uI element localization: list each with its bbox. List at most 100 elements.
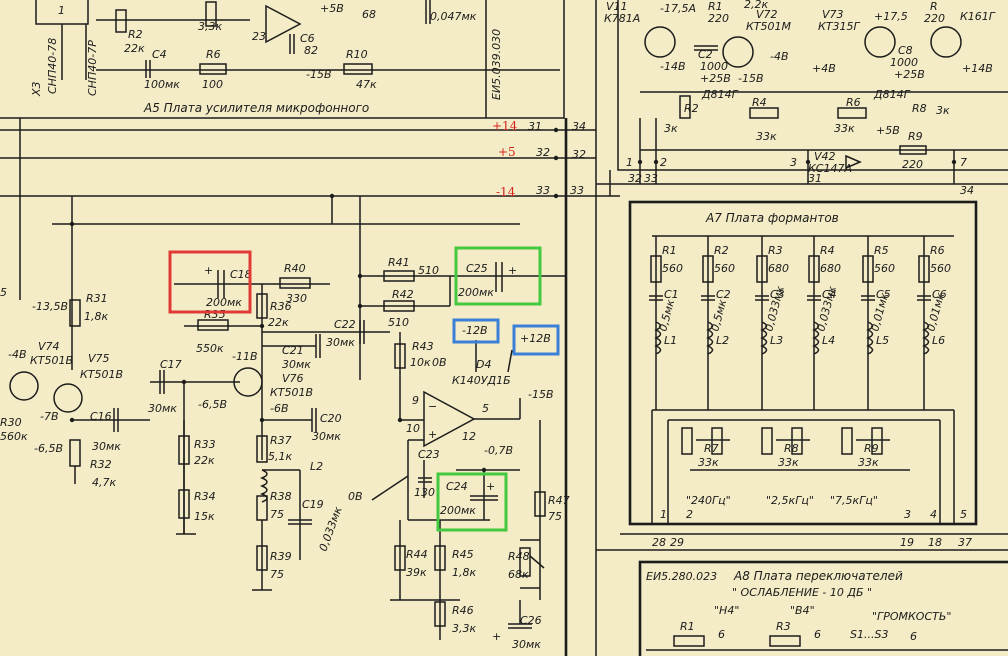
lbl-r41-val: 510 xyxy=(418,264,439,277)
a7-cap-c3-name: C3 xyxy=(770,288,785,301)
voltage-minus14: -14 xyxy=(496,185,516,199)
a7-freq-25k: "2,5кГц" xyxy=(766,494,814,507)
a7-inductor-l4 xyxy=(812,321,820,355)
a5-r10: R10 xyxy=(346,48,368,61)
a8-subtitle: " ОСЛАБЛЕНИЕ - 10 ДБ " xyxy=(732,586,872,599)
a5-c6-val: 82 xyxy=(304,44,318,57)
a8-col-h4: "Н4" xyxy=(714,604,739,617)
lbl-r37: R37 xyxy=(270,434,292,447)
reg-kt315g: КТ315Г xyxy=(818,20,861,33)
c24-name: C24 xyxy=(446,480,468,493)
lbl-r35-val: 550к xyxy=(196,342,224,355)
a7-resistor-r1 xyxy=(650,255,662,283)
highlight-c18 xyxy=(168,250,252,314)
a5-cable: СНП40-78 xyxy=(46,38,59,94)
opamp-pin-9: 9 xyxy=(412,394,419,407)
lbl-r35: R35 xyxy=(204,308,226,321)
board-a8: ЕИ5.280.023 А8 Плата переключателей " ОС… xyxy=(638,560,1008,656)
lbl-r34-val: 15к xyxy=(194,510,215,523)
board-reg-frame xyxy=(617,0,1008,171)
voltage-plus14: +14 xyxy=(492,119,518,133)
a7-resistor-r2-value: 560 xyxy=(714,262,735,275)
a7-inductor-l5-name: L5 xyxy=(876,334,889,347)
reg-m4v: -4В xyxy=(770,50,789,63)
reg-220c: 220 xyxy=(902,158,923,171)
a7-resistor-r5-name: R5 xyxy=(874,244,889,257)
lbl-r31: R31 xyxy=(86,292,108,305)
lbl-r45-val: 1,8к xyxy=(452,566,476,579)
a8-col-b4: "В4" xyxy=(790,604,815,617)
a5-pin-1: 1 xyxy=(58,4,65,17)
a7-inductor-l1-name: L1 xyxy=(664,334,677,347)
lbl-r34: R34 xyxy=(194,490,216,503)
c25-plus: + xyxy=(508,264,517,277)
a8-r1: R1 xyxy=(680,620,695,633)
reg-m15v: -15В xyxy=(738,72,764,85)
a8-6a: 6 xyxy=(718,628,725,641)
a5-c4-val: 100мк xyxy=(144,78,180,91)
lbl-c20: C20 xyxy=(320,412,342,425)
a7-resistor-r4 xyxy=(808,255,820,283)
a5-r10-val: 47к xyxy=(356,78,377,91)
reg-pin-31: 31 xyxy=(808,172,822,185)
lbl-c16: C16 xyxy=(90,410,112,423)
opamp-pin-10: 10 xyxy=(406,422,420,435)
lbl-c23-val: 130 xyxy=(414,486,435,499)
a7-resistor-r4-name: R4 xyxy=(820,244,835,257)
lbl-c19-val: 0,033мк xyxy=(317,505,345,553)
a8-6b: 6 xyxy=(814,628,821,641)
board-a8-frame xyxy=(638,560,1008,656)
lbl-r32: R32 xyxy=(90,458,112,471)
reg-p25v: +25В xyxy=(700,72,731,85)
a7-title: А7 Плата формантов xyxy=(705,211,839,225)
bus-pin-34: 34 xyxy=(572,120,586,133)
lbl-m65v-a: -6,5В xyxy=(34,442,63,455)
a5-x3: Х3 xyxy=(30,81,43,97)
lbl-kt501v-c: КТ501В xyxy=(270,386,313,399)
a7-resistor-r3 xyxy=(756,255,768,283)
lbl-r40: R40 xyxy=(284,262,306,275)
lbl-r40-val: 330 xyxy=(286,292,307,305)
reg-k781a: К781А xyxy=(604,12,640,25)
reg-33k: 33к xyxy=(756,130,777,143)
reg-3kb: 3к xyxy=(936,104,950,117)
reg-3k: 3к xyxy=(664,122,678,135)
c25-name: C25 xyxy=(466,262,488,275)
reg-pin-33: 33 xyxy=(644,172,658,185)
a7-resistor-r2 xyxy=(702,255,714,283)
a8-6c: 6 xyxy=(910,630,917,643)
reg-d814g: Д814Г xyxy=(701,88,739,101)
a7-inductor-l5 xyxy=(866,321,874,355)
reg-pin-34: 34 xyxy=(960,184,974,197)
a5-title: А5 Плата усилителя микрофонного xyxy=(143,101,369,115)
reg-220b: 220 xyxy=(924,12,945,25)
bus: +14 +5 -14 31 32 33 34 31 32 33 xyxy=(0,0,620,656)
lbl-m65v-b: -6,5В xyxy=(198,398,227,411)
reg-v72: V72 xyxy=(756,8,778,21)
a8-code: ЕИ5.280.023 xyxy=(646,570,717,583)
reg-r: R xyxy=(930,0,938,13)
lbl-v74: V74 xyxy=(38,340,60,353)
lbl-r43-val: 10к xyxy=(410,356,431,369)
a7-cap-c6-name: C6 xyxy=(932,288,947,301)
a7-pin-2: 2 xyxy=(686,508,693,521)
reg-p5v: +5В xyxy=(876,124,900,137)
lbl-c17: C17 xyxy=(160,358,182,371)
a8-col-volume: "ГРОМКОСТЬ" xyxy=(872,610,951,623)
lbl-m7v: -7В xyxy=(40,410,59,423)
opamp-plus: + xyxy=(428,428,437,441)
reg-p4v: +4В xyxy=(812,62,836,75)
lbl-r30-val: 560к xyxy=(0,430,28,443)
lbl-r37-val: 5,1к xyxy=(268,450,292,463)
lbl-c16-val: 30мк xyxy=(92,440,121,453)
lbl-m6v: -6В xyxy=(270,402,289,415)
a7-ext-19: 19 xyxy=(900,536,914,549)
a7-pin-3: 3 xyxy=(904,508,911,521)
reg-p25vb: +25В xyxy=(894,68,925,81)
lbl-r43-0v: 0В xyxy=(432,356,447,369)
a5-cable2: СНП40-7Р xyxy=(86,40,99,96)
a7-resistor-r6-name: R6 xyxy=(930,244,945,257)
a7-inductor-l1 xyxy=(654,321,662,355)
a8-r3: R3 xyxy=(776,620,791,633)
